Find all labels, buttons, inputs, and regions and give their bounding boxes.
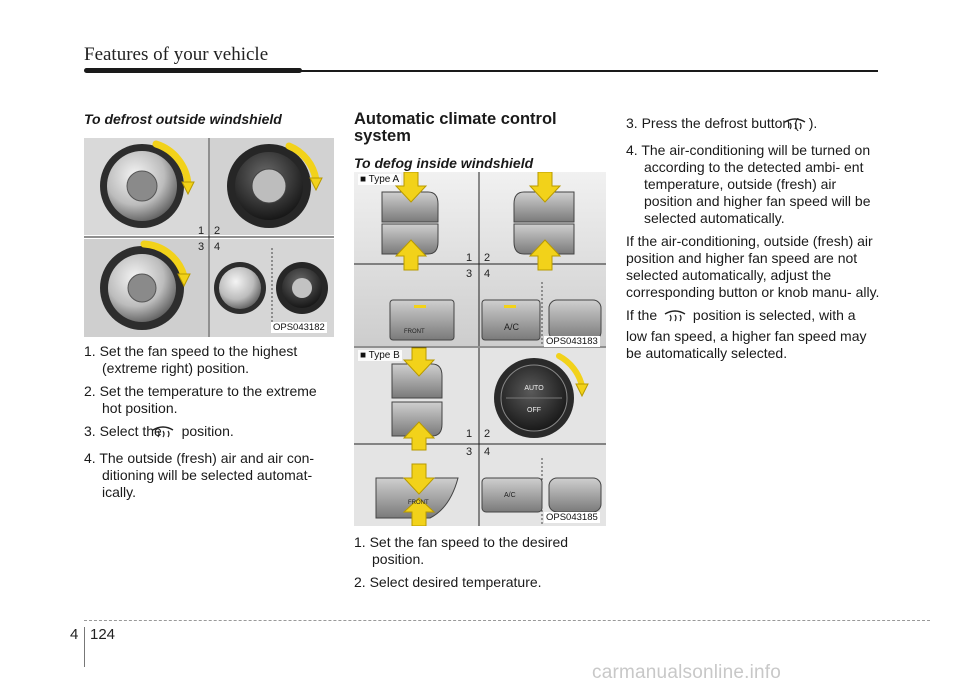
step-item: 2. Set the temperature to the extreme ho… <box>84 383 317 416</box>
paragraph: If the position is selected, with a low … <box>626 307 880 362</box>
quadrant-label-4: 4 <box>214 241 221 253</box>
paragraph-text: position is selected, with a low fan spe… <box>626 307 867 361</box>
figure-b-code: OPS043185 <box>544 512 600 523</box>
paragraph-text: If the <box>626 307 658 323</box>
footer-divider <box>84 627 85 667</box>
type-a-label: ■ Type A <box>358 174 402 185</box>
quadrant-label-1: 1 <box>198 225 205 237</box>
figure-defog-inside-drawing: AUTO OFF <box>354 171 606 527</box>
ac-button-label: A/C <box>504 492 516 499</box>
quadrant-label-2: 2 <box>484 428 491 440</box>
defrost-icon <box>663 308 687 328</box>
quadrant-label-3: 3 <box>198 241 205 253</box>
step-text: 3. Press the defrost button ( <box>626 115 799 131</box>
defrost-icon <box>784 116 807 136</box>
left-steps: 1. Set the fan speed to the highest (ext… <box>84 343 336 507</box>
step-item: 4. The air-conditioning will be turned o… <box>626 142 871 226</box>
quadrant-label-2: 2 <box>214 225 221 237</box>
quadrant-label-3: 3 <box>466 446 473 458</box>
step-text: ). <box>808 115 818 131</box>
middle-column: Automatic climate control system To defo… <box>354 110 614 172</box>
off-button-label: OFF <box>527 407 541 414</box>
figure-defog-inside: AUTO OFF ■ Type A 1 2 3 4 OPS043183 ■ Ty… <box>354 171 606 527</box>
step-item: 3. Press the defrost button (). <box>626 115 880 136</box>
step-text: position. <box>181 423 234 439</box>
footer-chapter-number: 4 <box>70 626 79 643</box>
step-item: 4. The outside (fresh) air and air con- … <box>84 450 315 500</box>
right-column: 3. Press the defrost button (). 4. The a… <box>626 115 880 368</box>
quadrant-label-1: 1 <box>466 252 473 264</box>
header-rule <box>300 70 878 72</box>
left-column: To defrost outside windshield <box>84 111 334 127</box>
defrost-icon <box>152 424 176 444</box>
section-heading-automatic: Automatic climate control system <box>354 110 557 145</box>
quadrant-label-1: 1 <box>466 428 473 440</box>
quadrant-label-3: 3 <box>466 268 473 280</box>
type-b-label: ■ Type B <box>358 350 402 361</box>
quadrant-label-4: 4 <box>484 268 491 280</box>
figure-a-code: OPS043183 <box>544 336 600 347</box>
step-item: 1. Set the fan speed to the desired posi… <box>354 534 569 567</box>
footer-rule <box>84 620 930 621</box>
header-accent-bar <box>84 68 302 73</box>
ac-button-label: A/C <box>504 322 520 332</box>
step-text: 3. Select the <box>84 423 162 439</box>
quadrant-label-2: 2 <box>484 252 491 264</box>
front-button-label: FRONT <box>408 500 429 506</box>
figure-defrost-outside: 1 2 3 4 OPS043182 <box>84 138 334 337</box>
footer-page-number: 124 <box>90 626 116 643</box>
step-item: 2. Select desired temperature. <box>354 574 542 590</box>
page-header-title: Features of your vehicle <box>84 44 269 65</box>
middle-steps: 1. Set the fan speed to the desired posi… <box>354 534 608 597</box>
figure-defrost-outside-drawing <box>84 138 334 337</box>
figure-code: OPS043182 <box>271 322 327 333</box>
auto-button-label: AUTO <box>524 385 544 392</box>
paragraph: If the air-conditioning, outside (fresh)… <box>626 233 880 300</box>
watermark: carmanualsonline.info <box>592 662 782 683</box>
front-button-label: FRONT <box>404 329 425 335</box>
quadrant-label-4: 4 <box>484 446 491 458</box>
section-subheading-defog: To defog inside windshield <box>354 155 534 171</box>
step-item: 3. Select the position. <box>84 423 336 444</box>
section-heading-defrost-outside: To defrost outside windshield <box>84 111 282 127</box>
step-item: 1. Set the fan speed to the highest (ext… <box>84 343 298 376</box>
